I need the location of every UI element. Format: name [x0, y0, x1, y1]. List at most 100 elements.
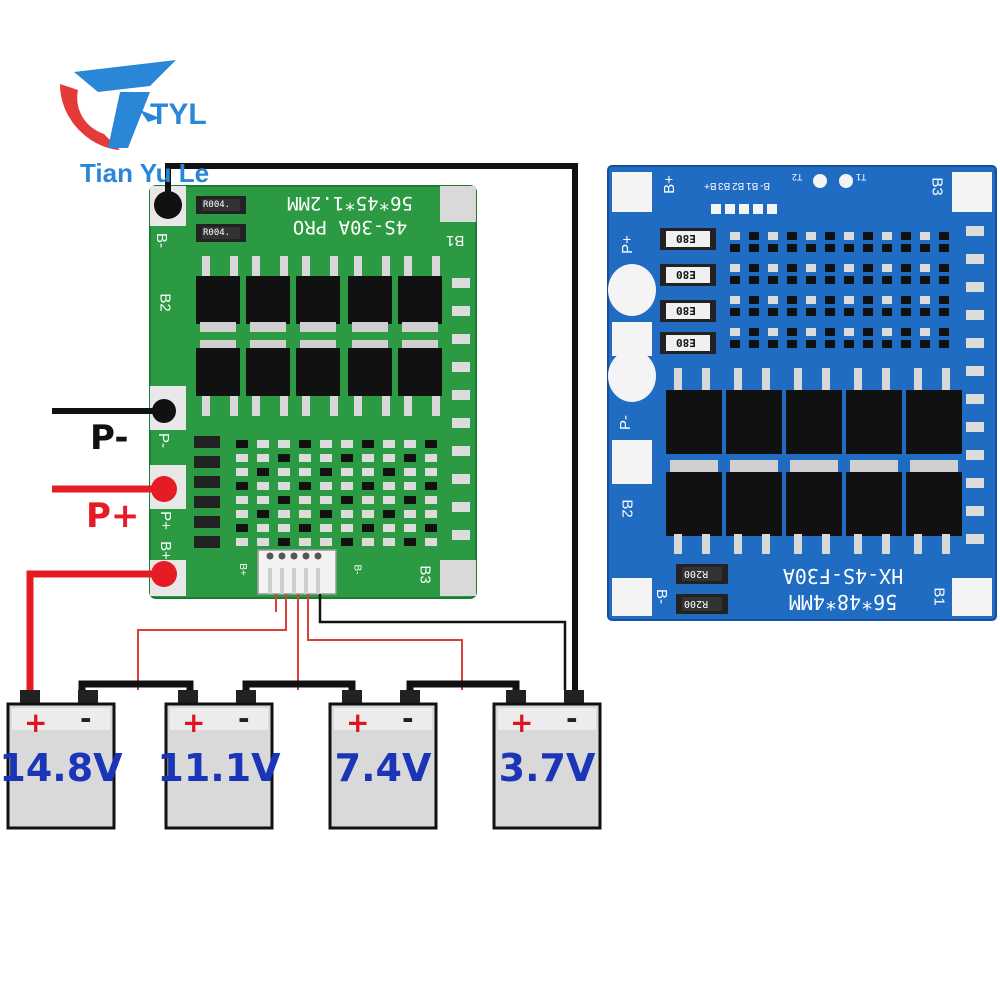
- cell-4-plus-terminal: [506, 690, 526, 704]
- cell-2-plus-sign: +: [182, 706, 206, 739]
- blue-mosfet-bot-4: [846, 472, 902, 536]
- battery-cell-1: [6, 690, 116, 830]
- blue-mosfet-top-1: [666, 390, 722, 454]
- green-resistor-2: R004.: [203, 228, 231, 238]
- blue-header-label-5: B-: [760, 180, 770, 191]
- blue-pad-b-plus: B+: [660, 175, 678, 194]
- cell-3-plus-sign: +: [346, 706, 370, 739]
- green-conn-pin-2: [278, 552, 286, 560]
- blue-header-pin-4: [753, 204, 763, 214]
- cell-3-voltage-label: 7.4V: [334, 746, 432, 790]
- green-mosfet-bot-1: [196, 348, 240, 396]
- green-mosfet-top-1: [196, 276, 240, 324]
- cell-2-minus-terminal: [236, 690, 256, 704]
- battery-cell-4: [492, 690, 602, 830]
- blue-size-text: 56*48*4MM: [788, 590, 898, 614]
- green-conn-b-minus: B-: [351, 564, 363, 575]
- p-minus-label: P-: [90, 418, 129, 458]
- green-conn-pin-1: [266, 552, 274, 560]
- cell-1-minus-sign: -: [80, 702, 92, 735]
- green-size-text: 56*45*1.2MM: [287, 192, 413, 214]
- green-pad-b-minus: B-: [153, 233, 170, 248]
- blue-pad-b3: B3: [928, 177, 946, 196]
- green-bms-board: [149, 185, 477, 599]
- blue-resistor-label-3: E80: [676, 304, 696, 317]
- blue-resistor-label-4: E80: [676, 336, 696, 349]
- blue-header-pin-2: [725, 204, 735, 214]
- blue-pad-b2: B2: [618, 499, 636, 518]
- battery-cells: [6, 690, 602, 830]
- logo-subtitle: Tian Yu Le: [80, 158, 210, 188]
- green-pad-b3: B3: [416, 565, 434, 584]
- green-pad-p-plus: P+: [156, 511, 174, 530]
- cell-3-minus-terminal: [400, 690, 420, 704]
- blue-resistor-r200-1: R200: [684, 568, 709, 579]
- logo-brand: TYL: [150, 98, 207, 131]
- blue-model-text: HX-4S-F30A: [782, 564, 904, 588]
- blue-bms-board: [607, 165, 997, 621]
- green-mosfet-top-4: [348, 276, 392, 324]
- cell-4-minus-terminal: [564, 690, 584, 704]
- blue-pad-b-minus: B-: [653, 589, 670, 604]
- blue-header-pin-1: [711, 204, 721, 214]
- green-mosfet-bot-2: [246, 348, 290, 396]
- blue-mosfet-top-3: [786, 390, 842, 454]
- blue-pad-b1: B1: [930, 587, 948, 606]
- green-conn-pin-4: [302, 552, 310, 560]
- blue-header-pin-3: [739, 204, 749, 214]
- blue-mosfet-bot-2: [726, 472, 782, 536]
- green-pad-b2: B2: [156, 293, 174, 312]
- blue-mosfet-bot-1: [666, 472, 722, 536]
- green-conn-pin-5: [314, 552, 322, 560]
- cell-1-voltage-label: 14.8V: [0, 746, 123, 790]
- blue-header-label-2: B3: [718, 180, 731, 191]
- blue-mosfet-bot-5: [906, 472, 962, 536]
- cell-2-minus-sign: -: [238, 702, 250, 735]
- blue-tp-t2: T2: [792, 172, 803, 182]
- blue-mosfet-top-5: [906, 390, 962, 454]
- green-mosfet-top-2: [246, 276, 290, 324]
- cell-2-plus-terminal: [178, 690, 198, 704]
- p-plus-label: P+: [86, 496, 140, 536]
- blue-resistor-label-1: E80: [676, 232, 696, 245]
- green-mosfet-bot-4: [348, 348, 392, 396]
- blue-header-label-4: B1: [746, 180, 759, 191]
- cell-3-minus-sign: -: [402, 702, 414, 735]
- blue-mosfet-top-4: [846, 390, 902, 454]
- blue-mosfet-bot-3: [786, 472, 842, 536]
- green-pad-p-minus: P-: [155, 433, 172, 448]
- cell-2-voltage-label: 11.1V: [157, 746, 281, 790]
- blue-resistor-label-2: E80: [676, 268, 696, 281]
- blue-mosfet-top-2: [726, 390, 782, 454]
- cell-4-plus-sign: +: [510, 706, 534, 739]
- blue-tp-t1: T1: [856, 172, 867, 182]
- green-pad-b1: B1: [446, 232, 465, 249]
- blue-pad-p-plus: P+: [618, 235, 636, 254]
- green-mosfet-top-5: [398, 276, 442, 324]
- blue-resistor-r200-2: R200: [684, 598, 709, 609]
- green-title-text: 4S-30A PRO: [292, 216, 408, 238]
- green-conn-pin-3: [290, 552, 298, 560]
- cell-1-plus-terminal: [20, 690, 40, 704]
- battery-cell-3: [328, 690, 438, 830]
- green-resistor-1: R004.: [203, 200, 231, 210]
- blue-header-label-3: B2: [732, 180, 745, 191]
- cell-1-minus-terminal: [78, 690, 98, 704]
- cell-4-voltage-label: 3.7V: [498, 746, 596, 790]
- green-pad-b-plus: B+: [156, 541, 174, 560]
- wiring: [26, 163, 578, 690]
- logo-mark: [60, 60, 176, 150]
- green-mosfet-bot-5: [398, 348, 442, 396]
- green-mosfet-top-3: [296, 276, 340, 324]
- blue-header-label-1: B+: [704, 180, 717, 191]
- blue-pad-p-minus: P-: [617, 415, 634, 430]
- cell-1-plus-sign: +: [24, 706, 48, 739]
- cell-4-minus-sign: -: [566, 702, 578, 735]
- green-mosfet-bot-3: [296, 348, 340, 396]
- cell-3-plus-terminal: [342, 690, 362, 704]
- battery-cell-2: [164, 690, 274, 830]
- blue-header-pin-5: [767, 204, 777, 214]
- green-conn-b-plus: B+: [236, 563, 248, 576]
